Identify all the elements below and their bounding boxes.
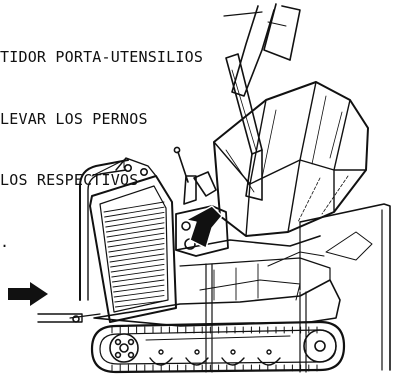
grille-slot (107, 237, 165, 248)
direction-arrow-left (8, 282, 48, 306)
grille-slot (113, 289, 165, 298)
grille-slot (110, 263, 165, 273)
track-treads (111, 326, 318, 372)
grille-handle (115, 157, 157, 177)
grille-slot (114, 300, 165, 308)
grille-slot (104, 206, 165, 218)
grille-slot (108, 243, 165, 253)
grille-slot (103, 201, 165, 213)
drive-sprocket (109, 333, 139, 363)
mixer-drum (213, 81, 369, 237)
loader-arm (225, 53, 263, 201)
grille-slot (110, 258, 165, 268)
chassis (93, 251, 341, 327)
direction-arrow-down (185, 205, 223, 249)
instruction-line-1: TIDOR PORTA-UTENSILIOS (0, 48, 204, 66)
grille-slot (108, 248, 165, 258)
grille-slot (112, 279, 165, 288)
grille-slot (109, 253, 165, 263)
grille-slot (106, 227, 165, 238)
foot-rail (37, 313, 101, 323)
grille-slot (111, 269, 165, 278)
control-levers (173, 146, 217, 205)
tool-holder (231, 3, 301, 97)
grille-slot (114, 295, 165, 303)
grille-slot (105, 217, 165, 228)
instruction-line-4: . (0, 232, 10, 251)
grille-slot (111, 274, 165, 283)
grille-slot (104, 211, 165, 223)
grille-slot (113, 284, 165, 293)
instruction-line-3: LOS RESPECTIVOS (0, 171, 139, 189)
instruction-text: TIDOR PORTA-UTENSILIOS LEVAR LOS PERNOS … (0, 6, 203, 273)
idler-wheel (303, 329, 337, 363)
grille-slot (107, 232, 165, 243)
grille-hatching (103, 201, 165, 308)
front-frame (205, 203, 391, 373)
road-wheels (145, 335, 291, 366)
grille-slot (105, 222, 165, 233)
instruction-line-2: LEVAR LOS PERNOS (0, 109, 148, 128)
